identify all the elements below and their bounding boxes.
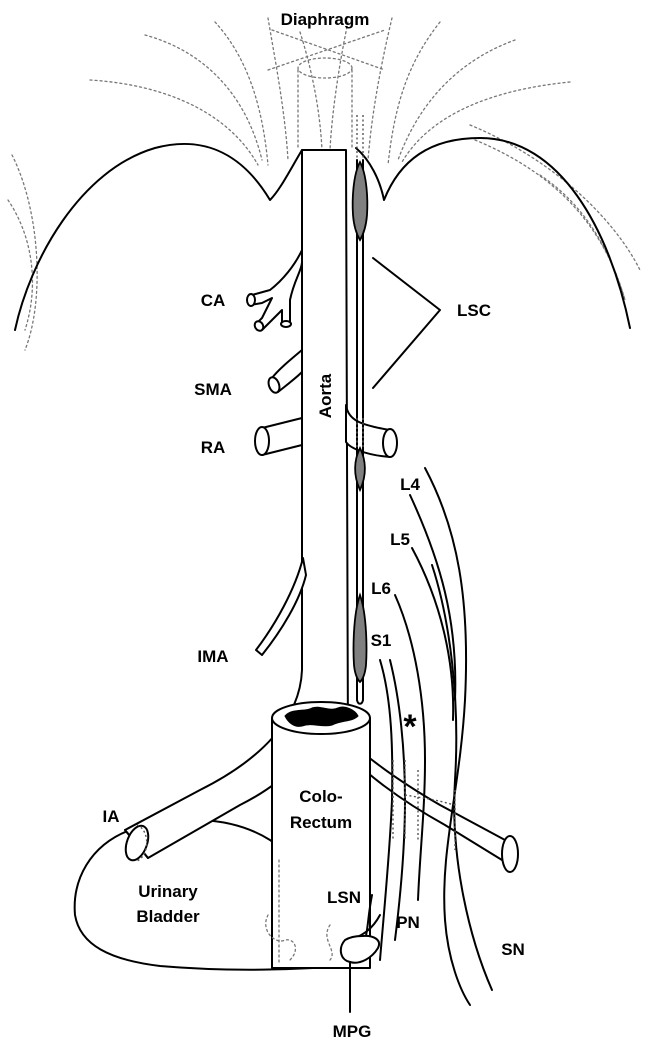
label-ima: IMA — [197, 647, 228, 666]
label-pn: PN — [396, 913, 420, 932]
label-l5: L5 — [390, 530, 410, 549]
iliac-artery-right-opening — [501, 835, 519, 873]
label-l4: L4 — [400, 475, 420, 494]
inferior-mesenteric-artery — [255, 557, 307, 656]
lumbar-sympathetic-chain — [351, 115, 369, 705]
spinal-nerves — [379, 467, 493, 1006]
label-aorta: Aorta — [316, 373, 335, 418]
superior-mesenteric-artery — [267, 349, 303, 394]
diaphragm-dome — [14, 137, 631, 331]
label-s1: S1 — [371, 631, 392, 650]
label-asterisk: * — [403, 708, 417, 746]
label-sma: SMA — [194, 380, 232, 399]
label-ra: RA — [201, 438, 226, 457]
iliac-artery-left-opening — [124, 824, 150, 862]
chain-ganglion-2 — [354, 445, 366, 493]
label-lsc: LSC — [457, 301, 491, 320]
lsc-pointer — [372, 257, 441, 389]
label-bladder-1: Urinary — [138, 882, 198, 901]
label-bladder-2: Bladder — [136, 907, 200, 926]
colorectum-lumen — [284, 706, 359, 727]
label-diaphragm: Diaphragm — [281, 10, 370, 29]
label-ca: CA — [201, 291, 226, 310]
celiac-artery — [246, 249, 303, 332]
aorta-upper-dotted — [297, 57, 353, 151]
label-l6: L6 — [371, 579, 391, 598]
label-ia: IA — [103, 807, 120, 826]
label-lsn: LSN — [327, 888, 361, 907]
colorectum — [271, 701, 371, 969]
renal-artery-right — [345, 404, 398, 458]
pelvic-ganglion-region — [265, 894, 381, 1013]
label-colorectum-1: Colo- — [299, 787, 342, 806]
chain-ganglion-3 — [352, 592, 368, 684]
label-sn: SN — [501, 940, 525, 959]
label-colorectum-2: Rectum — [290, 813, 352, 832]
nerve-crossings-dotted — [392, 760, 456, 850]
label-mpg: MPG — [333, 1022, 372, 1041]
renal-artery-left — [254, 417, 303, 456]
chain-ganglion-1 — [351, 160, 369, 242]
